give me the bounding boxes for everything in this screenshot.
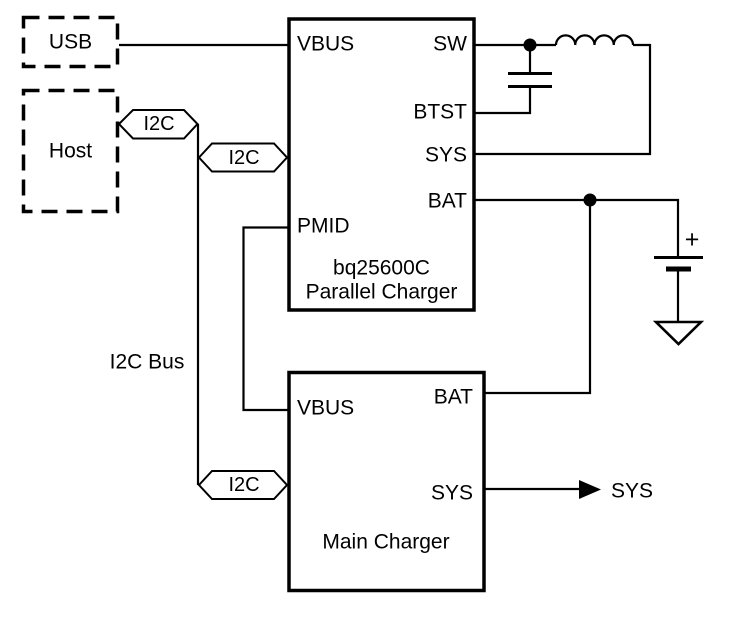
main-bat-wire xyxy=(485,200,592,395)
i2c-tag-parallel-label: I2C xyxy=(228,146,260,169)
main-pin-sys: SYS xyxy=(430,481,473,505)
bat-junction-dot xyxy=(583,193,597,207)
main-pin-bat: BAT xyxy=(433,385,473,409)
inductor-sys-wire xyxy=(474,43,652,156)
i2c-tag-main-label: I2C xyxy=(228,474,260,496)
parallel-pin-bat: BAT xyxy=(427,189,467,213)
i2c-tag-parallel-icon xyxy=(197,142,289,173)
parallel-pin-pmid: PMID xyxy=(297,214,350,238)
sw-junction-dot xyxy=(523,38,537,52)
main-charger-title: Main Charger xyxy=(322,530,450,554)
parallel-charger-outline xyxy=(287,17,476,312)
inductor-icon xyxy=(554,34,635,46)
parallel-pin-vbus: VBUS xyxy=(297,32,355,56)
host-block-label: Host xyxy=(48,139,93,163)
ground-icon xyxy=(652,320,705,346)
parallel-charger-part-number: bq25600C xyxy=(333,256,430,280)
bat-wire xyxy=(474,198,680,256)
i2c-bus-label: I2C Bus xyxy=(109,350,185,374)
bootstrap-capacitor-icon xyxy=(508,72,552,88)
usb-block-outline xyxy=(21,15,120,69)
btst-cap-wire xyxy=(474,88,532,115)
parallel-pin-sw: SW xyxy=(433,32,467,56)
i2c-tag-main-icon xyxy=(197,470,289,500)
i2c-tag-host-label: I2C xyxy=(143,113,175,135)
parallel-pin-btst: BTST xyxy=(413,100,467,124)
parallel-pin-sys: SYS xyxy=(424,143,467,167)
host-block-outline xyxy=(21,88,120,214)
main-pin-vbus: VBUS xyxy=(297,396,355,420)
usb-block-label: USB xyxy=(48,30,93,54)
battery-polarity-label: + xyxy=(684,225,700,254)
i2c-tag-host-icon xyxy=(117,109,199,140)
main-charger-outline xyxy=(287,370,486,593)
sys-output-label: SYS xyxy=(611,479,654,503)
sys-arrowhead-icon xyxy=(579,480,601,499)
parallel-charger-title: Parallel Charger xyxy=(305,280,458,304)
pmid-vbus-wire xyxy=(242,226,288,412)
battery-icon xyxy=(654,256,703,322)
